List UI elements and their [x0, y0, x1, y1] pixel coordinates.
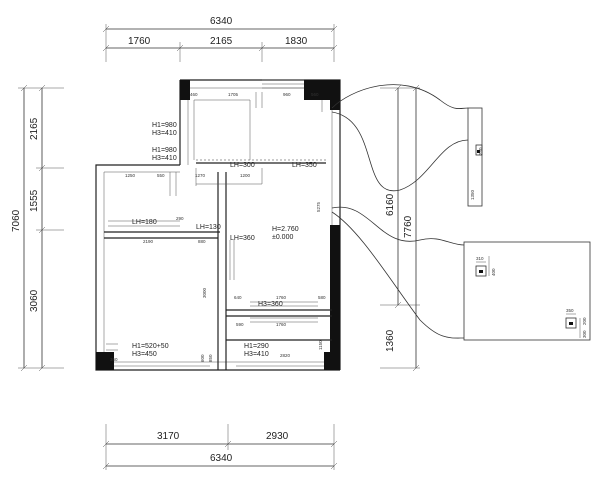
- ann-h3-450: H3=450: [132, 351, 157, 358]
- ann-elev-0: ±0.000: [272, 234, 293, 241]
- sd-640: 640: [234, 295, 242, 300]
- ann-h1-520: H1=520+50: [132, 343, 169, 350]
- sd-1200: 1200: [240, 173, 251, 178]
- top-seg-2: 2165: [210, 36, 233, 47]
- ann-h3-410-c: H3=410: [244, 351, 269, 358]
- detail-dim-f: 300: [582, 330, 587, 338]
- interior-small-dims: 460 1705 960 560 1250 550 1270 1200 2190…: [110, 92, 326, 362]
- sd-290: 290: [176, 216, 184, 221]
- sd-1760b: 1760: [276, 322, 287, 327]
- sd-560: 560: [311, 92, 319, 97]
- sd-590: 590: [236, 322, 244, 327]
- sd-2190: 2190: [143, 239, 154, 244]
- top-dimension-group: 6340 1760 2165 1830: [102, 16, 338, 62]
- sd-2820: 2820: [280, 353, 291, 358]
- sd-550: 550: [157, 173, 165, 178]
- sd-1760a: 1760: [276, 295, 287, 300]
- bottom-total-dim: 6340: [210, 453, 233, 464]
- detail-dim-c: 310: [476, 256, 484, 261]
- sd-460: 460: [190, 92, 198, 97]
- annotations: H1=980 H3=410 H1=980 H3=410 LH=300 LH=35…: [132, 122, 317, 358]
- sd-360: 360: [110, 357, 118, 362]
- top-seg-1: 1760: [128, 36, 151, 47]
- ann-h3-360: H3=360: [258, 301, 283, 308]
- ann-lh360: LH=360: [230, 235, 255, 242]
- sd-1150: 1150: [318, 340, 323, 350]
- sd-3000: 3000: [202, 287, 207, 298]
- sd-850: 850: [208, 354, 213, 362]
- bottom-dimension-group: 3170 2930 6340: [102, 424, 338, 470]
- ann-lh130: LH=130: [196, 224, 221, 231]
- ann-lh300: LH=300: [230, 162, 255, 169]
- detail-dim-d: 400: [491, 268, 496, 276]
- interior-walls: [104, 92, 332, 370]
- sd-1705: 1705: [228, 92, 239, 97]
- detail-dim-a: 1350: [470, 189, 475, 200]
- bottom-seg-2: 2930: [266, 431, 289, 442]
- detail-dim-g: 200: [582, 317, 587, 325]
- ann-lh350: LH=350: [292, 162, 317, 169]
- bottom-seg-1: 3170: [157, 431, 180, 442]
- ann-elev-h: H=2.760: [272, 226, 299, 233]
- sd-880: 880: [198, 239, 206, 244]
- detail-dim-b: 250: [478, 147, 483, 155]
- sd-1270: 1270: [195, 173, 206, 178]
- sd-960: 960: [283, 92, 291, 97]
- detail-panel-upper: 1350 250: [467, 107, 483, 207]
- detail-panel-lower: 310 400 350 300 200: [463, 241, 591, 341]
- sd-600: 600: [200, 354, 205, 362]
- right-dim-a: 6160: [385, 193, 396, 216]
- ann-h3-410-b: H3=410: [152, 155, 177, 162]
- left-seg-1: 2165: [29, 117, 40, 140]
- top-seg-3: 1830: [285, 36, 308, 47]
- left-dimension-group: 7060 2165 1555 3060: [11, 84, 64, 372]
- right-dimension-group: 6160 7760 1360: [380, 84, 420, 372]
- left-seg-3: 3060: [29, 289, 40, 312]
- left-seg-2: 1555: [29, 189, 40, 212]
- top-total-dim: 6340: [210, 16, 233, 27]
- ann-h1-290: H1=290: [244, 343, 269, 350]
- detail-dim-e: 350: [566, 308, 574, 313]
- ann-h3-410-a: H3=410: [152, 130, 177, 137]
- detail-leader-curves: [331, 84, 469, 339]
- ann-h1-980-b: H1=980: [152, 147, 177, 154]
- right-dim-b: 7760: [403, 215, 414, 238]
- left-total-dim: 7060: [11, 209, 22, 232]
- right-dim-c: 1360: [385, 329, 396, 352]
- ann-h1-980-a: H1=980: [152, 122, 177, 129]
- sd-5275: 5275: [316, 201, 321, 212]
- sd-1250: 1250: [125, 173, 136, 178]
- ann-lh180: LH=180: [132, 219, 157, 226]
- sd-580: 580: [318, 295, 326, 300]
